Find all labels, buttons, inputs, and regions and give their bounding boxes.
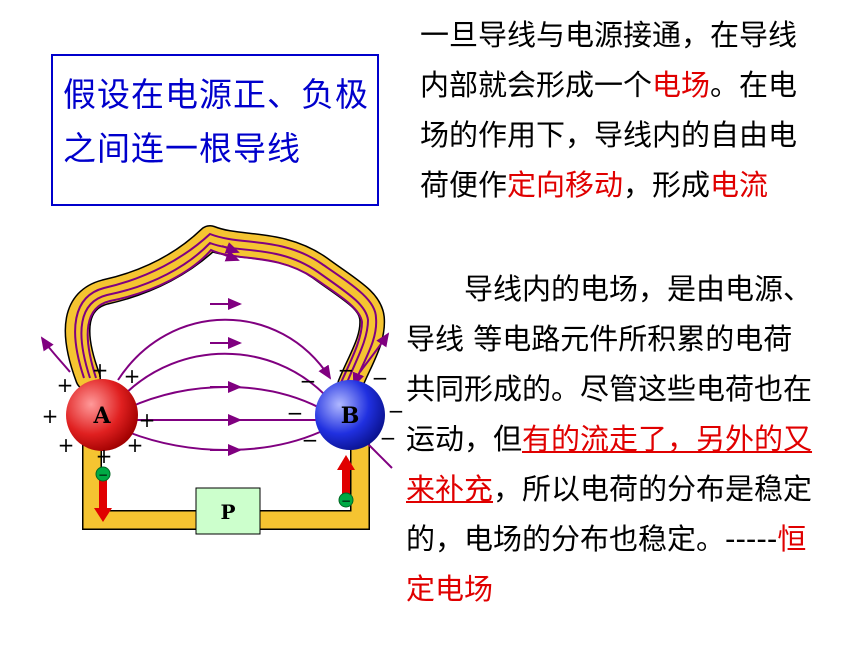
svg-text:−: − [380,426,397,450]
device-p [195,487,261,535]
svg-text:−: − [302,428,319,452]
p1-text-3: ，形成 [623,168,711,202]
svg-text:+: + [58,433,75,457]
p2-highlight-steady-field: 恒定电场 [406,522,807,606]
svg-text:−: − [98,468,108,482]
minus-charges: − − − − − − − [287,358,405,452]
svg-text:−: − [287,401,304,425]
p2-text-2: ，所以电荷的分布是稳定的，电场的分布也稳定。----- [406,472,813,556]
assumption-box: 假设在电源正、负极之间连一根导线 [51,54,379,206]
svg-text:+: + [124,364,141,388]
svg-text:+: + [127,433,144,457]
svg-text:+: + [96,444,113,468]
svg-text:+: + [92,358,109,382]
p1-text-2: 。在电场的作用下，导线内的自由电荷便作 [420,68,798,202]
svg-text:+: + [57,373,74,397]
svg-text:+: + [42,404,59,428]
svg-text:−: − [388,399,405,423]
svg-text:−: − [338,358,355,382]
assumption-text: 假设在电源正、负极之间连一根导线 [63,75,369,168]
field-lines [40,298,393,469]
p2-highlight-flow: 有的流走了，另外的又来补充 [406,422,813,506]
label-p: P [220,500,235,524]
svg-text:−: − [300,369,317,393]
p2-text-1: 导线内的电场，是由电源、导线 等电路元件所积累的电荷共同形成的。尽管这些电荷也在… [406,272,813,456]
sphere-a [66,379,138,451]
label-b: B [341,403,360,429]
svg-text:−: − [341,494,351,508]
p1-highlight-current: 电流 [710,168,769,202]
plus-charges: + + + + + + + + [42,358,156,468]
wire-field-lines [74,232,378,387]
p1-highlight-directional: 定向移动 [507,168,624,202]
p1-highlight-field: 电场 [652,68,711,102]
charge-arrow-left: − [94,466,112,522]
svg-text:+: + [139,408,156,432]
paragraph-steady-field: 导线内的电场，是由电源、导线 等电路元件所积累的电荷共同形成的。尽管这些电荷也在… [406,264,816,614]
sphere-b [315,380,385,450]
svg-text:−: − [372,366,389,390]
paragraph-electric-field: 一旦导线与电源接通，在导线内部就会形成一个电场。在电场的作用下，导线内的自由电荷… [420,10,800,210]
charge-arrow-right: − [337,455,355,508]
label-a: A [92,403,111,429]
p1-text-1: 一旦导线与电源接通，在导线内部就会形成一个 [420,18,798,102]
